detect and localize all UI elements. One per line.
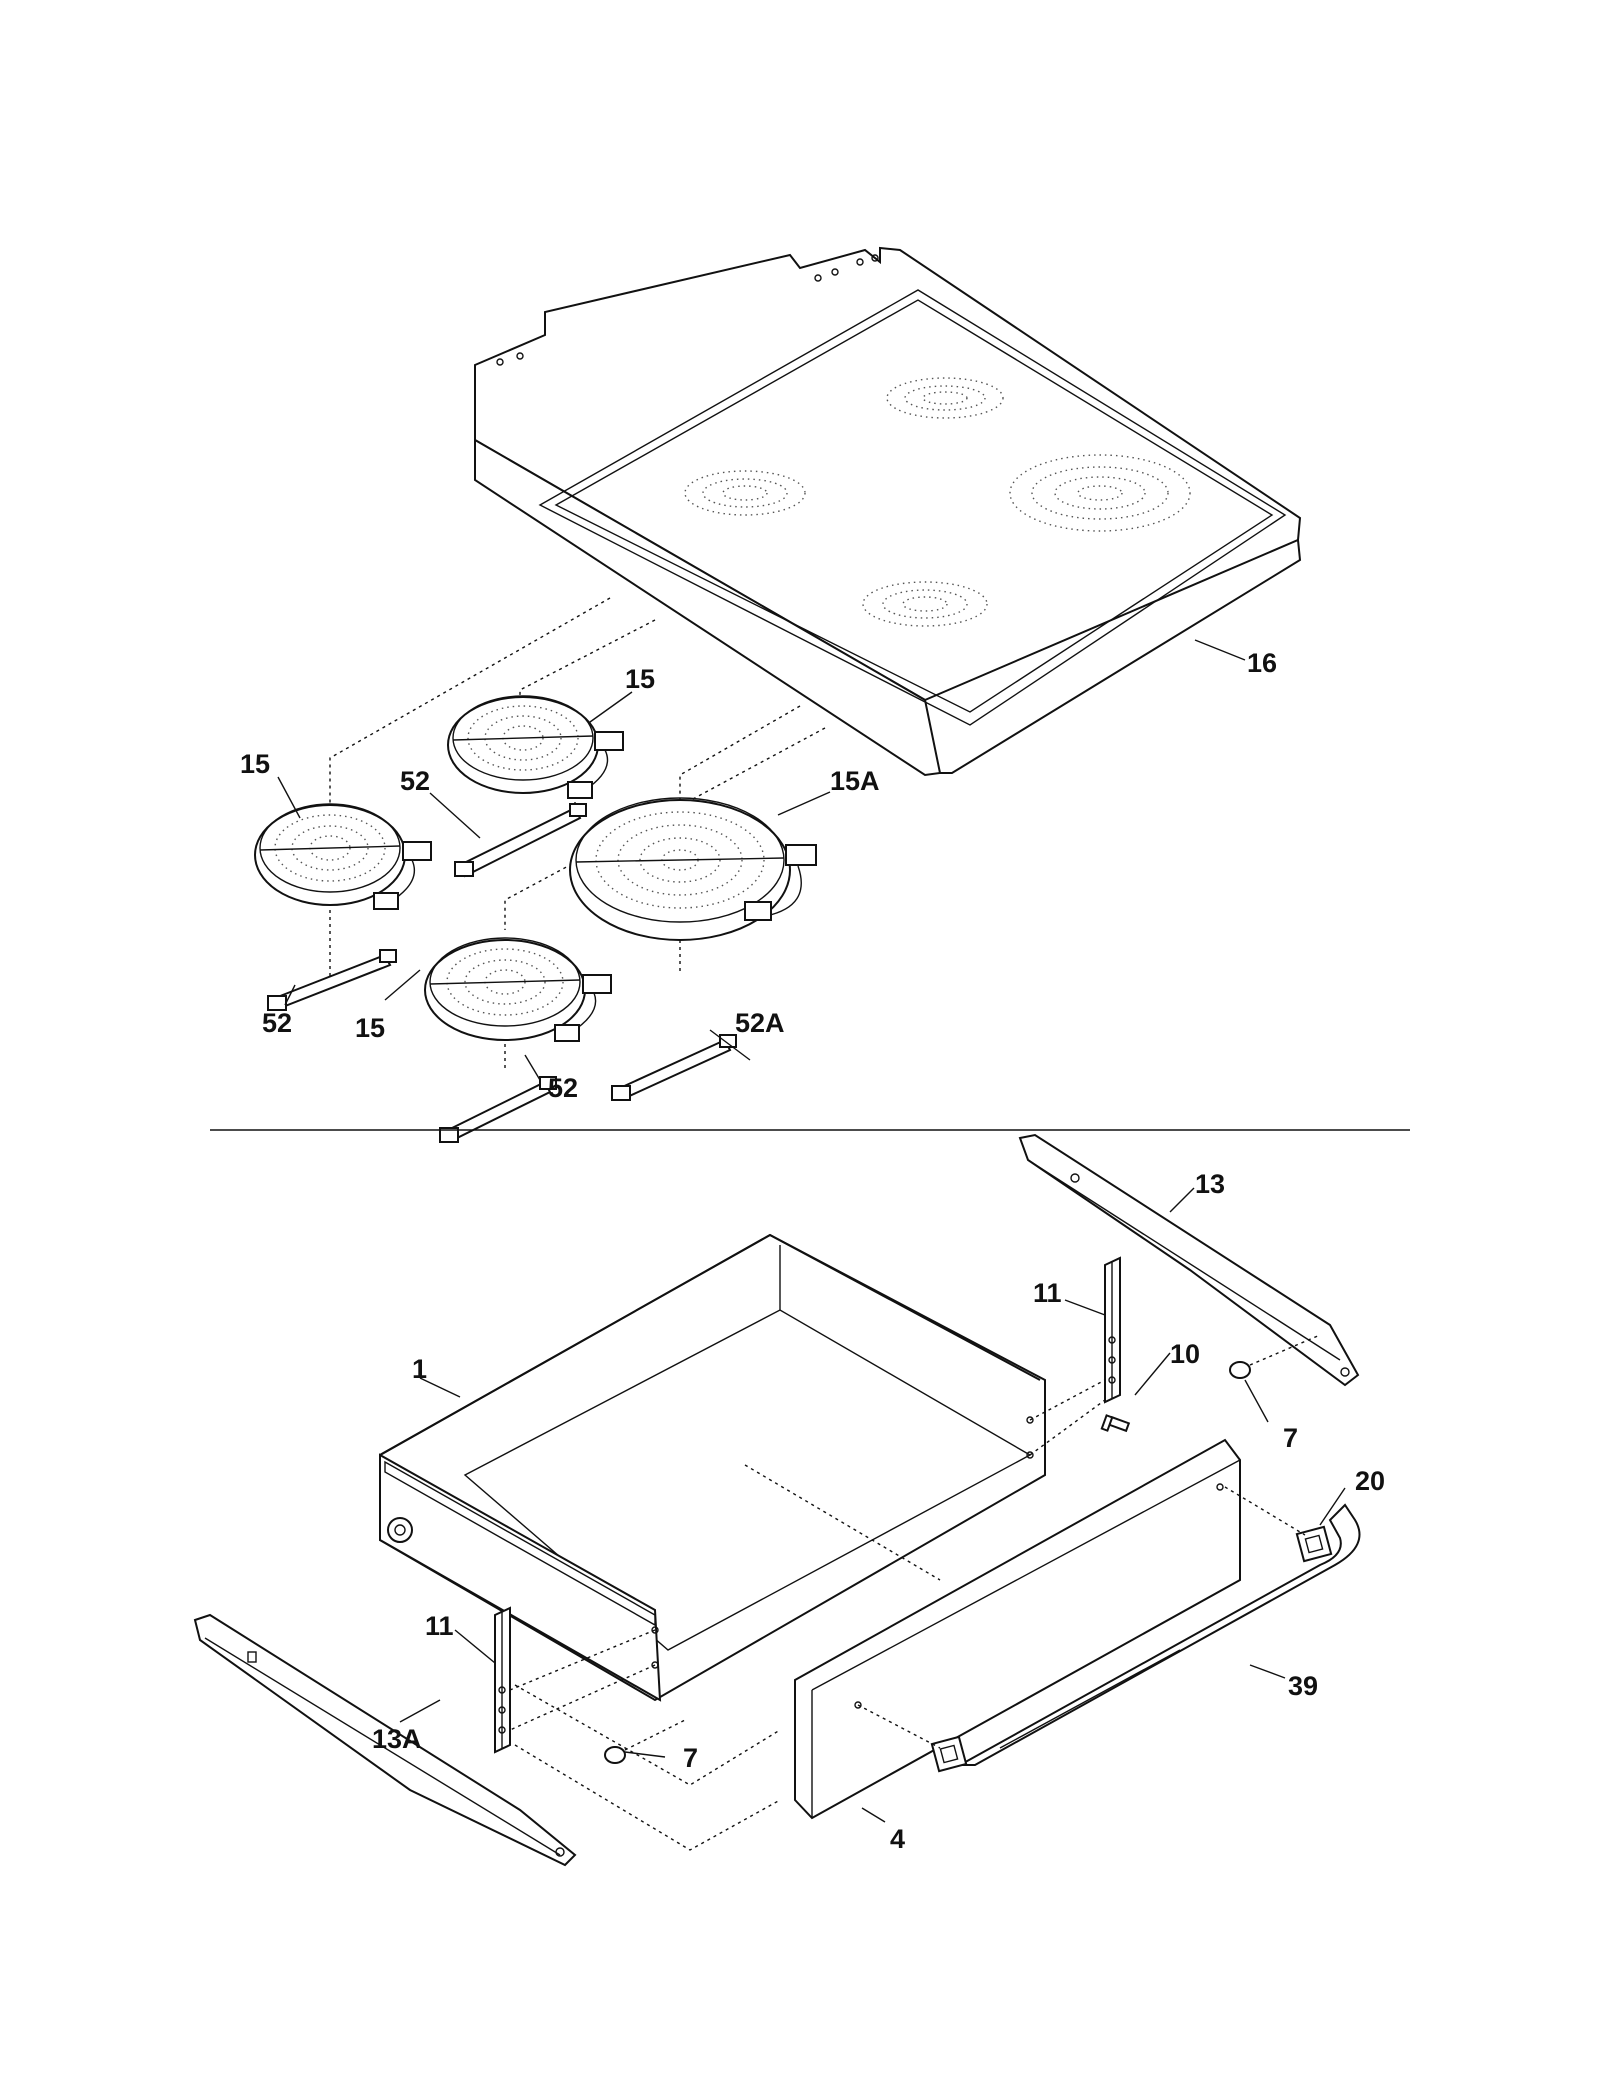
wire-harness-straps [267, 803, 737, 1143]
callout-52-left: 52 [262, 1008, 292, 1038]
callout-15-top: 15 [625, 664, 655, 694]
rail-bracket-right [1104, 1256, 1121, 1404]
callout-13: 13 [1195, 1169, 1225, 1199]
drawer-handle [930, 1503, 1361, 1773]
callout-leaders [277, 639, 1346, 1823]
drawer-rail-left [193, 1613, 577, 1867]
surface-element-bottom [424, 937, 612, 1042]
callout-20: 20 [1355, 1466, 1385, 1496]
surface-element-left [254, 803, 432, 910]
surface-element-large [569, 797, 817, 941]
glass-burner-markings [684, 377, 1191, 627]
mounting-screw [1100, 1414, 1131, 1433]
callout-10: 10 [1170, 1339, 1200, 1369]
callout-11-left: 11 [425, 1611, 454, 1641]
callout-15-bottom: 15 [355, 1013, 385, 1043]
drawer-front-panel [794, 1438, 1241, 1820]
callout-52-upper: 52 [400, 766, 430, 796]
callout-15-left: 15 [240, 749, 270, 779]
callout-52a: 52A [735, 1008, 785, 1038]
spacer-left [604, 1746, 626, 1764]
callout-13a: 13A [372, 1724, 422, 1754]
rail-bracket-left [494, 1606, 511, 1754]
bottom-dashed-leaders [509, 1334, 1321, 1851]
spacer-right [1229, 1361, 1251, 1379]
callout-1: 1 [412, 1354, 427, 1384]
callout-labels: 16 15 15 15A 52 52 15 52 52A 13 11 10 7 … [240, 648, 1385, 1854]
callout-16: 16 [1247, 648, 1277, 678]
callout-11-right: 11 [1033, 1278, 1062, 1308]
callout-15a: 15A [830, 766, 880, 796]
cooktop-glass-top [474, 246, 1302, 777]
callout-4: 4 [890, 1824, 905, 1854]
drawer-rail-right [1018, 1133, 1360, 1387]
storage-drawer [379, 1233, 1046, 1702]
callout-7-right: 7 [1283, 1423, 1298, 1453]
callout-39: 39 [1288, 1671, 1318, 1701]
callout-7-left: 7 [683, 1743, 698, 1773]
callout-52-bottom: 52 [548, 1073, 578, 1103]
surface-element-top [447, 695, 624, 799]
